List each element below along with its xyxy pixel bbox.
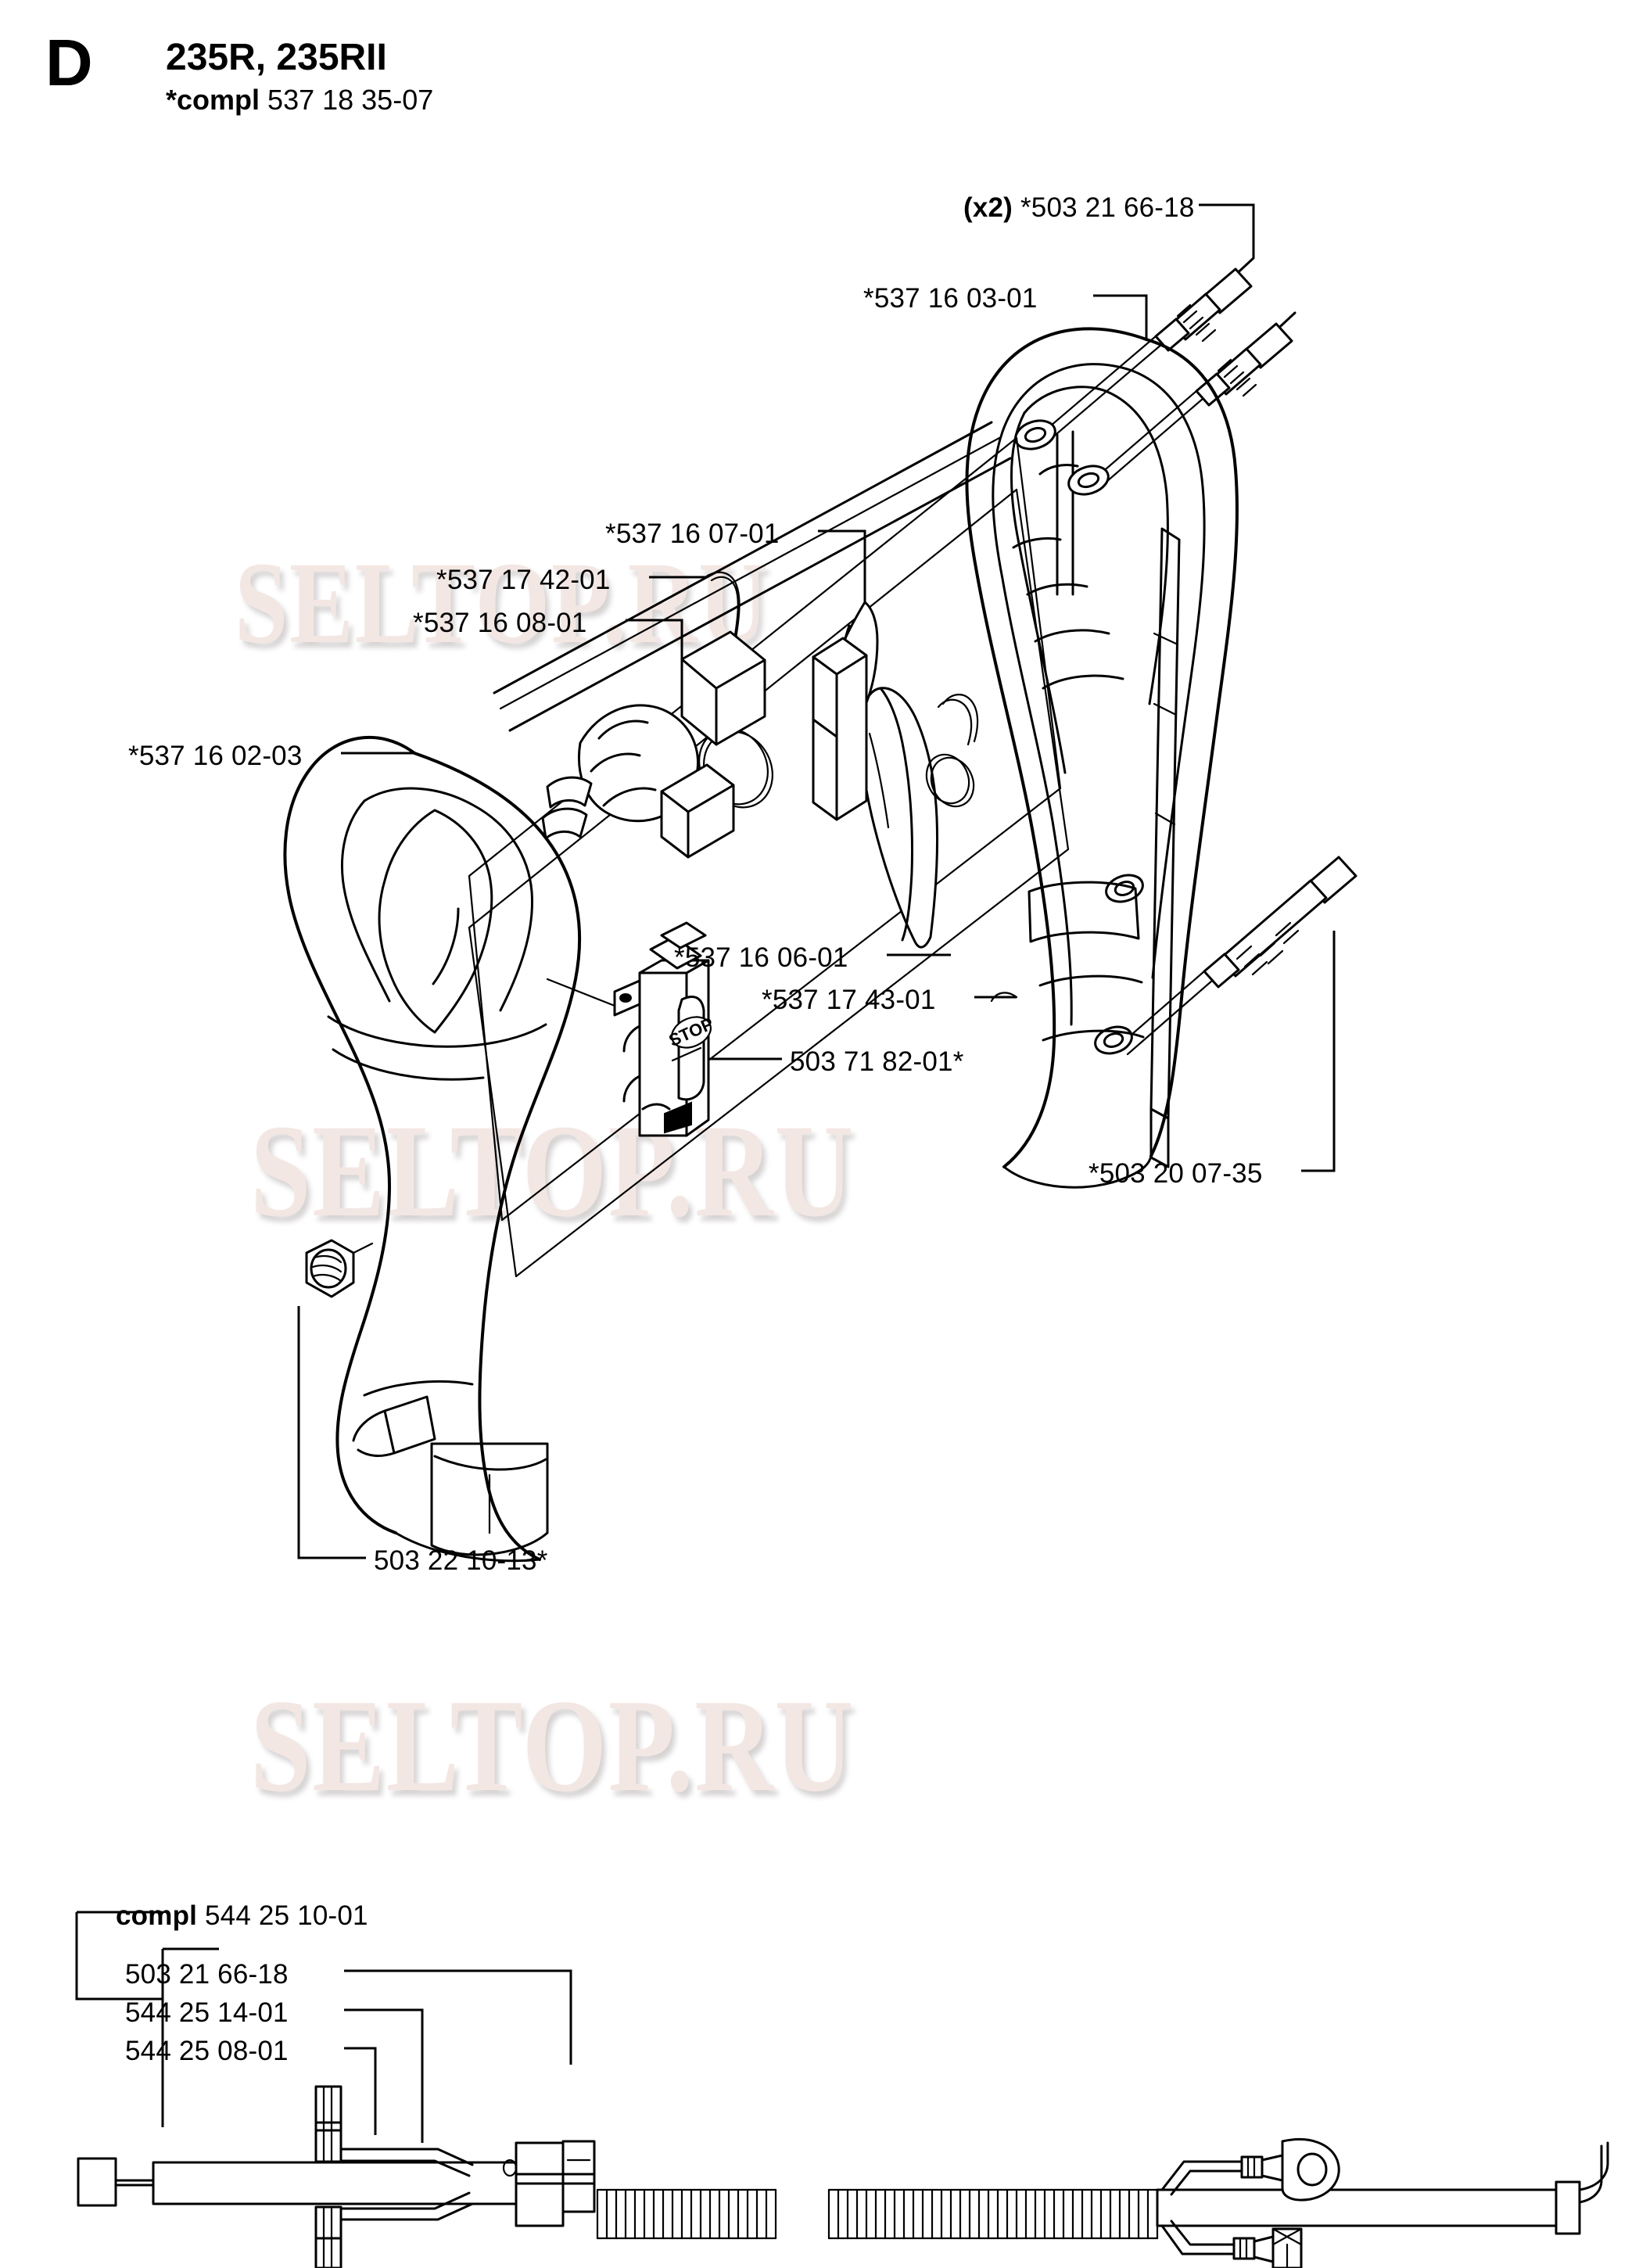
callout-537-16-02-03: *537 16 02-03 <box>128 742 303 770</box>
callout-number-537-16-07-01: *537 16 07-01 <box>605 519 780 549</box>
handle-loop-housing-right <box>965 327 1239 1189</box>
stop-switch: STOP <box>546 921 716 1137</box>
section-letter: D <box>45 26 93 99</box>
callout-503-20-07-35: *503 20 07-35 <box>1088 1160 1263 1187</box>
lock-nut <box>305 1239 374 1298</box>
callout-number-537-17-43-01: *537 17 43-01 <box>762 985 936 1015</box>
handle-grip-left <box>283 735 582 1563</box>
throttle-trigger <box>859 687 939 949</box>
callout-503-71-82-01: 503 71 82-01* <box>790 1048 964 1075</box>
callout-537-17-43-01: *537 17 43-01 <box>762 986 936 1014</box>
compl-number: 537 18 35-07 <box>267 84 434 116</box>
callout-537-17-42-01: *537 17 42-01 <box>436 566 611 594</box>
callout-537-16-03-01: *537 16 03-01 <box>863 285 1038 312</box>
callout-number-537-16-06-01: *537 16 06-01 <box>674 942 848 973</box>
cable-guide-plate <box>812 637 868 821</box>
leader-lines <box>297 203 1336 1559</box>
cable-coil-right <box>827 2188 1159 2240</box>
callout-number-537-16-08-01: *537 16 08-01 <box>413 608 587 638</box>
bottom-compl-prefix: compl <box>116 1900 198 1931</box>
callout-qty-503-21-66-18-x2: (x2) <box>963 192 1020 223</box>
bottom-compl-number: 544 25 10-01 <box>205 1900 368 1931</box>
callout-503-21-66-18-x2: (x2) *503 21 66-18 <box>963 194 1194 221</box>
callout-537-16-07-01: *537 16 07-01 <box>605 520 780 547</box>
callout-number-537-16-02-03: *537 16 02-03 <box>128 741 303 771</box>
cable-coil-left <box>596 2188 777 2240</box>
throttle-mechanism-block <box>541 630 766 859</box>
handle-bar-tube <box>493 421 1012 732</box>
callout-number-503-22-10-13: 503 22 10-13* <box>374 1545 548 1576</box>
screw-long-upper-b <box>1195 311 1296 407</box>
trigger-spring-wire-2 <box>925 694 1018 1003</box>
callout-number-503-20-07-35: *503 20 07-35 <box>1088 1158 1263 1189</box>
bottom-compl-label: compl 544 25 10-01 <box>116 1902 368 1929</box>
callout-number-503-21-66-18-x2: *503 21 66-18 <box>1020 192 1195 223</box>
compl-prefix: *compl <box>166 84 260 116</box>
page-title: 235R, 235RII <box>166 37 387 78</box>
bottom-item-544-25-14-01: 544 25 14-01 <box>125 1997 289 2028</box>
callout-number-503-71-82-01: 503 71 82-01* <box>790 1046 964 1077</box>
callout-number-537-17-42-01: *537 17 42-01 <box>436 565 611 595</box>
bottom-item-503-21-66-18: 503 21 66-18 <box>125 1959 289 1990</box>
callout-number-537-16-03-01: *537 16 03-01 <box>863 283 1038 314</box>
bottom-item-544-25-08-01: 544 25 08-01 <box>125 2036 289 2066</box>
page-header: D 235R, 235RII *compl 537 18 35-07 <box>0 0 1639 141</box>
callout-537-16-08-01: *537 16 08-01 <box>413 609 587 637</box>
throttle-cable-assembly <box>75 1911 1609 2268</box>
screw-long-lower <box>1118 856 1357 1056</box>
callout-503-22-10-13: 503 22 10-13* <box>374 1547 548 1574</box>
section-compl-number: *compl 537 18 35-07 <box>166 86 433 114</box>
callout-537-16-06-01: *537 16 06-01 <box>674 944 848 971</box>
screw-long-upper-a <box>1154 257 1255 352</box>
